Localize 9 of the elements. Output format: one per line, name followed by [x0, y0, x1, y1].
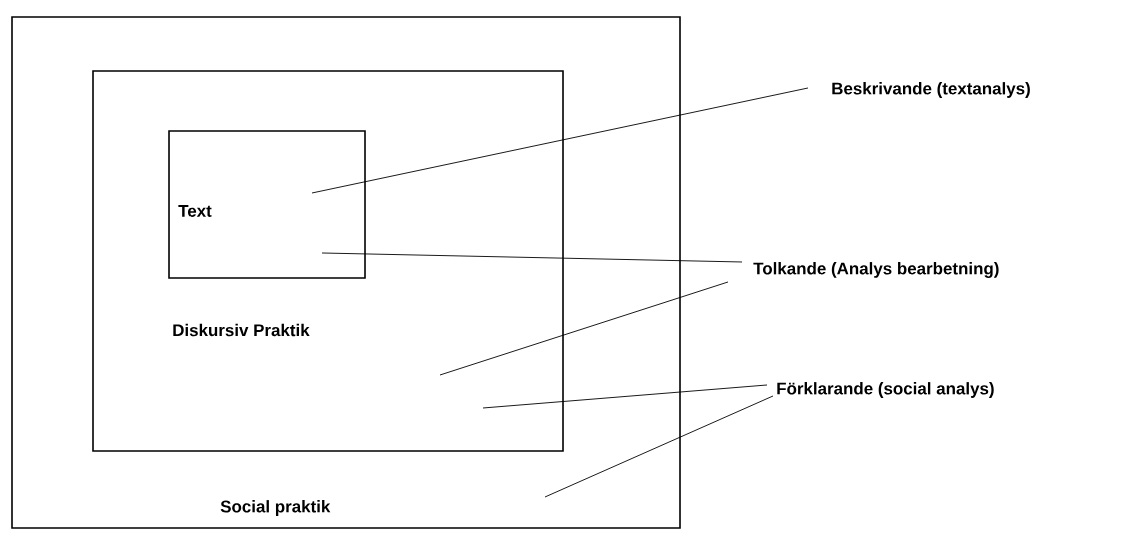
label-text: Tolkande (Analys bearbetning) [753, 262, 999, 278]
leader-line [482, 384, 768, 409]
leader-line [321, 252, 743, 263]
leader-line [311, 87, 809, 194]
label-text: Beskrivande (textanalys) [832, 82, 1030, 98]
label-text: Förklarande (social analys) [777, 382, 994, 398]
leader-line [544, 395, 774, 498]
leader-line [439, 281, 729, 376]
frame-box: Text [168, 130, 366, 279]
